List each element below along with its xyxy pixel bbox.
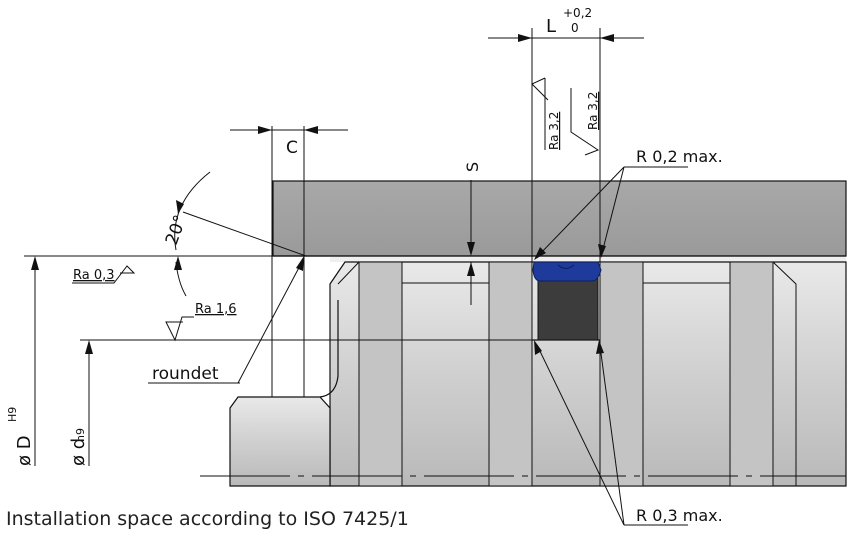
radius-bottom-label: R 0,3 max. [636,506,723,525]
radius-bottom-arrow-2 [596,340,604,354]
radius-top-arrow-2 [598,244,606,258]
ra-32-left-label: Ra 3,2 [547,112,561,150]
radius-bottom-leader-1 [536,344,625,526]
bore-diameter-label: ø D [14,435,35,466]
land-1 [358,261,403,487]
roundet-label: roundet [152,364,219,384]
length-arrow-right [600,34,614,42]
length-arrow-left [518,34,532,42]
radius-top-arrow-1 [534,247,546,260]
section-arrow-lower [467,262,475,276]
radius-top-leader-1 [537,166,625,257]
section-label: S [463,162,482,172]
land-1-chamfer [337,261,360,285]
housing-body [272,180,847,257]
angle-leg [182,211,307,257]
land-3 [599,261,644,487]
section-arrow-upper [467,242,475,256]
land-2 [488,261,533,487]
land-4-chamfer [772,261,797,486]
ra-03-symbol [72,265,136,284]
land-4 [729,261,774,487]
length-tolerance-lower: 0 [571,21,579,35]
ra-32-right-symbol [570,88,600,156]
ra-16-symbol [165,316,194,342]
rod-diameter-tolerance: h9 [74,428,87,442]
roundet-arrow [296,256,304,271]
roundet-leader [237,259,304,384]
ra-03-label: Ra 0,3 [73,268,115,283]
length-label: L [546,16,556,37]
rod-stub [229,396,331,487]
angle-arrow-bottom [174,256,182,270]
rod-stub-neck [319,300,339,398]
angle-arrow-top [176,200,184,214]
length-tolerance-upper: +0,2 [563,6,592,20]
radius-top-label: R 0,2 max. [636,147,723,166]
chamfer-label: C [286,138,298,158]
bore-diameter-arrow [31,256,39,270]
drawing-caption: Installation space according to ISO 7425… [6,508,409,530]
radius-bottom-arrow-1 [534,340,542,355]
chamfer-arrow-right [304,126,318,134]
ra-32-right-label: Ra 3,2 [586,92,600,130]
radius-bottom-leader-2 [599,345,625,526]
seal-lip [532,261,602,282]
ra-32-left-symbol [531,77,549,150]
seal-body [537,277,599,341]
chamfer-arrow-left [258,126,272,134]
bore-clearance [330,257,846,262]
bore-diameter-tolerance: H9 [6,407,19,422]
angle-label: 20° [162,213,191,248]
radius-top-leader-2 [601,166,625,254]
seal-lip-notch [557,264,575,269]
rod-diameter-arrow [85,340,93,354]
rod-diameter-label: ø d [68,438,89,466]
ra-16-label: Ra 1,6 [195,302,237,317]
